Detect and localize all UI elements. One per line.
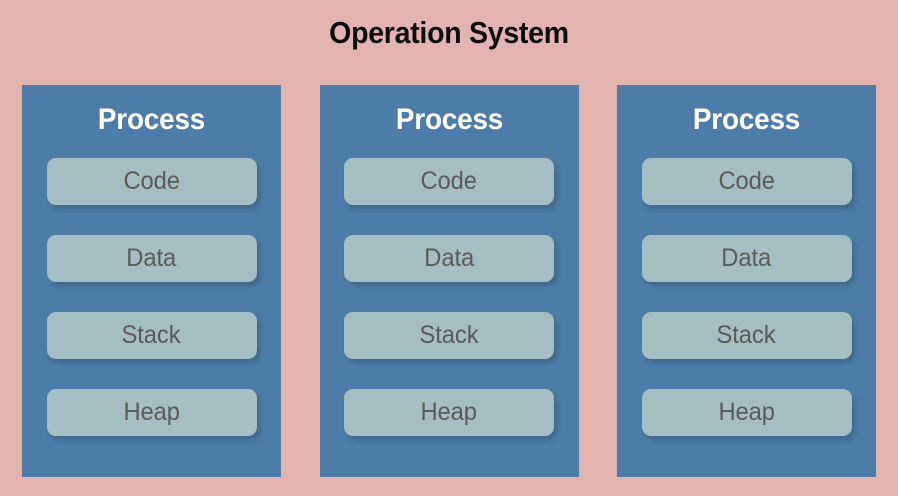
segment-label: Stack <box>717 321 776 349</box>
segment-data-3: Data <box>641 235 852 282</box>
segment-label: Data <box>721 244 772 272</box>
segment-label: Code <box>420 167 478 195</box>
segment-label: Code <box>123 167 180 195</box>
diagram-title: Operation System <box>329 15 569 50</box>
segment-label: Heap <box>718 398 775 426</box>
segment-label: Stack <box>122 321 181 349</box>
segment-heap-1: Heap <box>46 389 257 436</box>
process-row: Process Code Data Stack Heap Process <box>22 85 876 477</box>
process-header-2: Process <box>395 103 503 136</box>
segment-code-1: Code <box>46 158 257 205</box>
segment-data-1: Data <box>46 235 257 282</box>
segment-list-2: Code Data Stack Heap <box>344 158 554 436</box>
segment-label: Heap <box>123 398 180 426</box>
segment-list-1: Code Data Stack Heap <box>46 158 257 436</box>
segment-code-2: Code <box>344 158 554 205</box>
process-header-3: Process <box>692 103 801 136</box>
segment-data-2: Data <box>344 235 554 282</box>
segment-heap-2: Heap <box>344 389 554 436</box>
process-box-3: Process Code Data Stack Heap <box>617 85 876 477</box>
segment-label: Data <box>126 244 177 272</box>
process-box-2: Process Code Data Stack Heap <box>319 85 579 477</box>
segment-stack-1: Stack <box>46 312 257 359</box>
segment-stack-3: Stack <box>641 312 852 359</box>
segment-code-3: Code <box>641 158 852 205</box>
segment-label: Stack <box>419 321 479 349</box>
segment-label: Heap <box>420 398 478 426</box>
segment-label: Code <box>718 167 775 195</box>
segment-label: Data <box>424 244 474 272</box>
process-box-1: Process Code Data Stack Heap <box>22 85 281 477</box>
segment-stack-2: Stack <box>344 312 554 359</box>
process-header-1: Process <box>97 103 206 136</box>
segment-list-3: Code Data Stack Heap <box>641 158 852 436</box>
segment-heap-3: Heap <box>641 389 852 436</box>
